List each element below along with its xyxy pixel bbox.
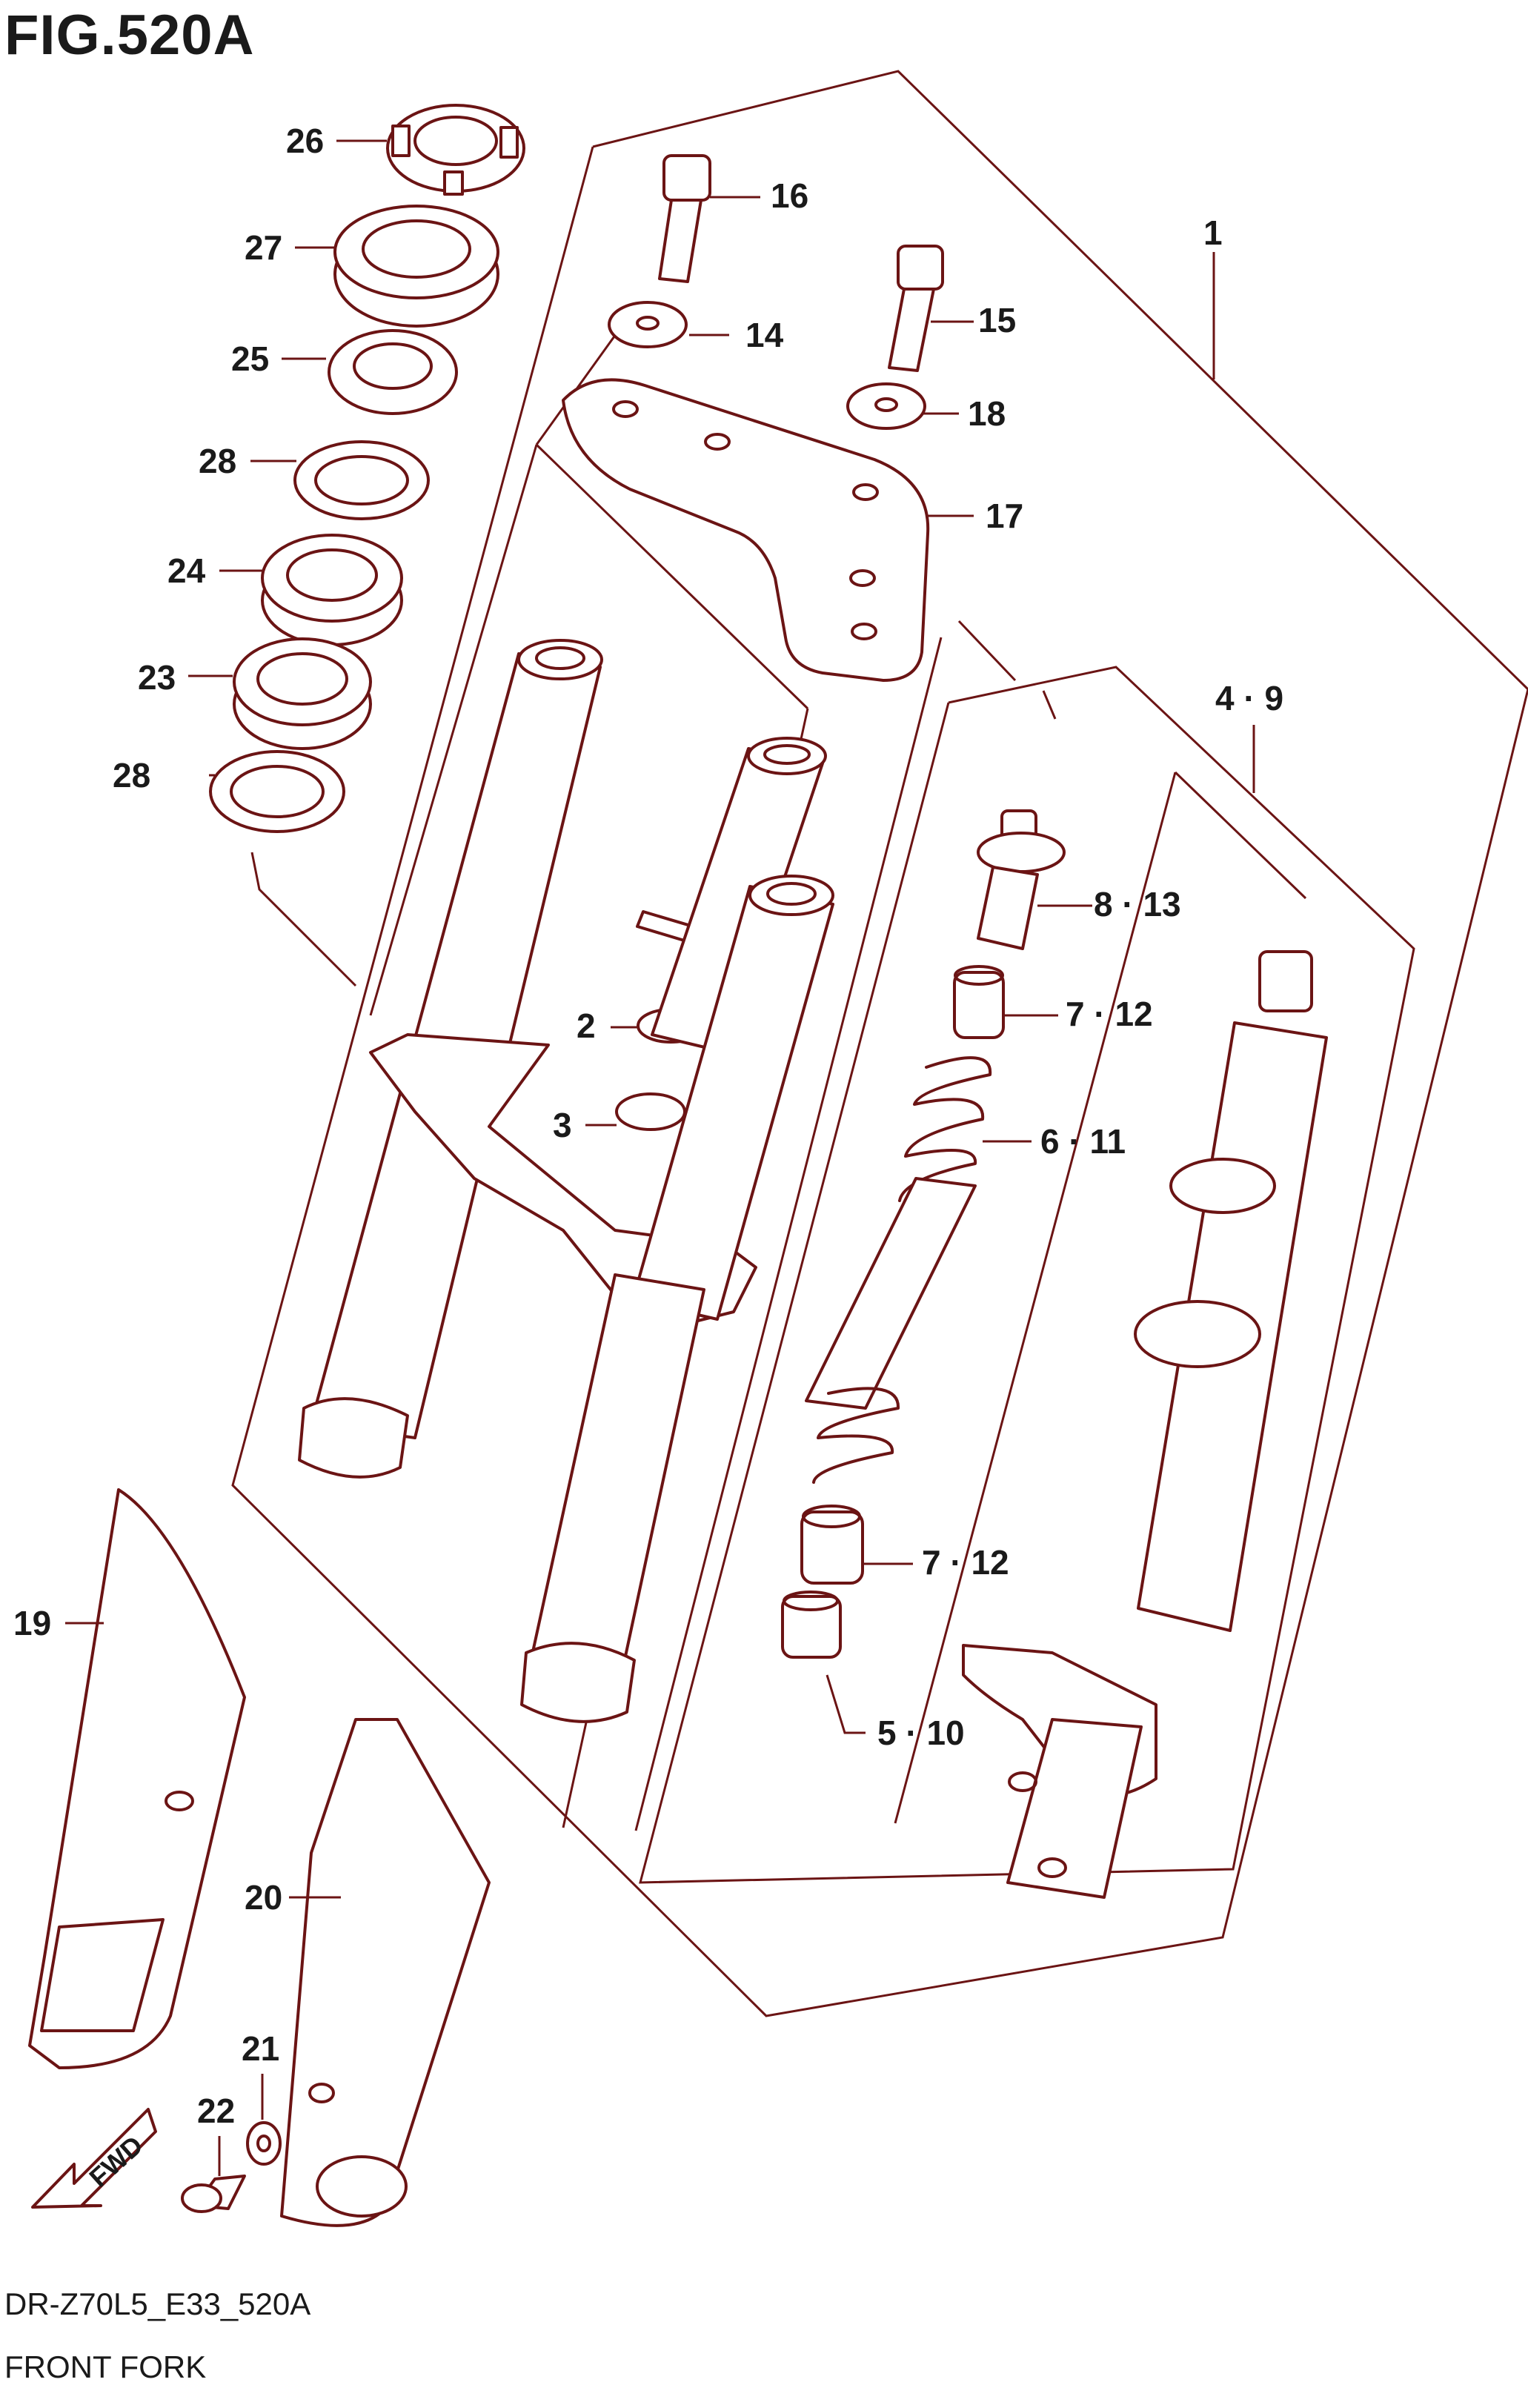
bolt-22	[181, 2175, 246, 2213]
dust-seal-25	[328, 329, 458, 415]
fwd-arrow-icon: FWD	[31, 2108, 157, 2209]
fork-cover-20	[280, 1718, 491, 2227]
callout-16: 16	[771, 176, 808, 215]
callout-17: 17	[986, 497, 1023, 535]
callout-27: 27	[245, 228, 282, 267]
callout-14: 14	[745, 316, 784, 354]
figure-name: FRONT FORK	[4, 2349, 207, 2384]
piston-5-10	[781, 1591, 842, 1659]
callout-2: 2	[577, 1006, 596, 1045]
callout-7-12-bottom: 7 · 12	[922, 1543, 1009, 1582]
steel-balls-28-top	[293, 440, 430, 520]
callout-25: 25	[231, 339, 269, 378]
callout-4-9: 4 · 9	[1215, 679, 1283, 717]
bearing-race-27	[333, 205, 499, 328]
callout-22: 22	[197, 2092, 235, 2130]
figure-code: DR-Z70L5_E33_520A	[4, 2286, 311, 2321]
callout-23: 23	[138, 658, 176, 697]
leader-lines	[65, 139, 1255, 2176]
callout-7-12-top: 7 · 12	[1066, 995, 1153, 1033]
bolt-15	[888, 245, 944, 372]
callout-26: 26	[286, 122, 324, 160]
callout-15: 15	[978, 301, 1016, 339]
callout-6-11: 6 · 11	[1040, 1122, 1126, 1161]
cap-7-12-bottom	[800, 1505, 864, 1585]
callout-labels: 1 2 3 4 · 9 5 · 10 6 · 11 7 · 12 7 · 12 …	[13, 122, 1283, 2130]
stack-leader	[250, 852, 357, 987]
callout-28-top: 28	[199, 442, 236, 480]
callout-18: 18	[968, 394, 1006, 433]
washer-21	[246, 2121, 282, 2166]
steel-balls-28-bottom	[209, 750, 345, 833]
stem-nut-26	[386, 104, 525, 196]
fork-tube-right-upper	[651, 737, 827, 1054]
callout-28-bottom: 28	[113, 756, 150, 795]
figure-title: FIG.520A	[4, 4, 255, 67]
fork-tube-right-lower	[520, 875, 834, 1723]
bearing-race-23	[233, 637, 372, 750]
bearing-race-24	[261, 534, 403, 646]
spring-seat-8-13	[977, 809, 1066, 950]
callout-20: 20	[245, 1878, 282, 1917]
callout-21: 21	[242, 2029, 279, 2068]
callout-3: 3	[553, 1106, 572, 1144]
cap-7-12-top	[953, 965, 1005, 1039]
callout-8-13: 8 · 13	[1094, 885, 1181, 923]
callout-19: 19	[13, 1604, 51, 1642]
outer-tube-4-9	[962, 950, 1328, 1899]
washer-14	[608, 301, 688, 348]
holder-17	[562, 378, 930, 682]
bolt-16	[658, 154, 711, 283]
callout-5-10: 5 · 10	[877, 1714, 965, 1752]
callout-1: 1	[1203, 213, 1223, 252]
callout-24: 24	[167, 551, 206, 590]
washer-18	[846, 382, 926, 430]
spring-6-11	[805, 1056, 992, 1484]
fork-guard-19	[28, 1488, 246, 2069]
